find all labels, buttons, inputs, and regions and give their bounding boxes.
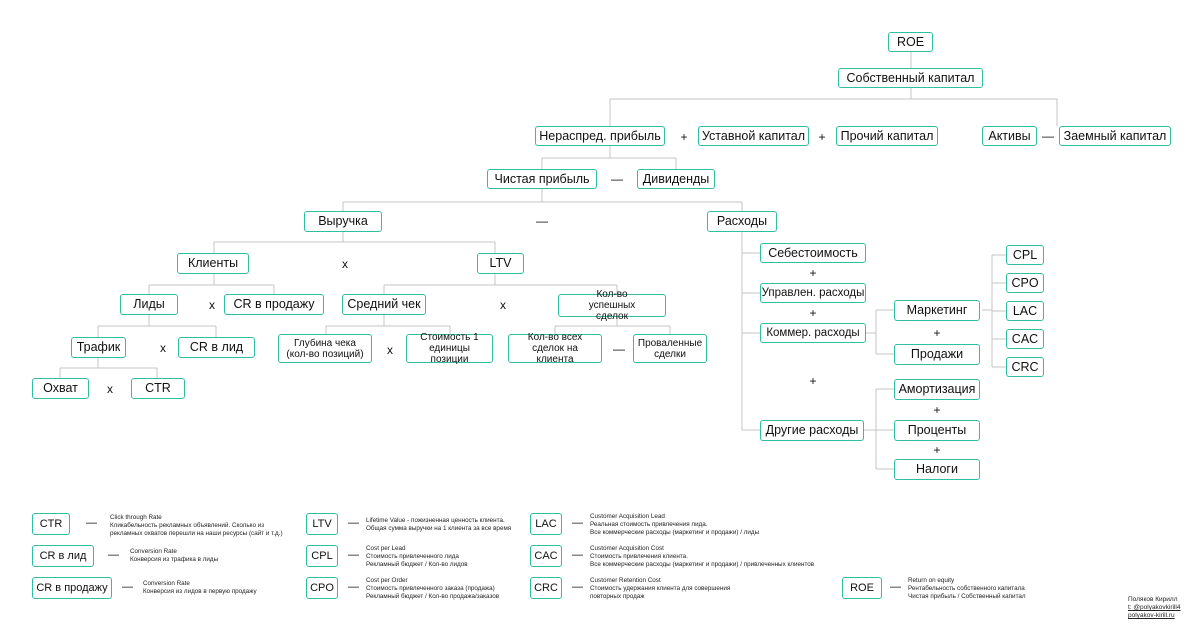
legend-cr-sale-text: Conversion Rate Конверсия из лидов в пер… — [143, 580, 257, 596]
plus-operator: + — [809, 374, 817, 388]
crc-node: CRC — [1006, 357, 1044, 377]
cogs-node: Себестоимость — [760, 243, 866, 263]
borrowed-capital-node: Заемный капитал — [1059, 126, 1171, 146]
legend-dash: — — [108, 549, 119, 561]
check-depth-node: Глубина чека (кол-во позиций) — [278, 334, 372, 363]
sales-node: Продажи — [894, 344, 980, 365]
times-operator: x — [107, 382, 113, 396]
traffic-node: Трафик — [71, 337, 126, 358]
taxes-node: Налоги — [894, 459, 980, 480]
marketing-node: Маркетинг — [894, 300, 980, 321]
other-expenses-node: Другие расходы — [760, 420, 864, 441]
legend-ctr-text: Click through Rate Кликабельность реклам… — [110, 514, 283, 538]
management-expenses-node: Управлен. расходы — [760, 283, 866, 303]
legend-dash: — — [572, 549, 583, 561]
legend-cac-box: CAC — [530, 545, 562, 567]
legend-cr-lead-text: Conversion Rate Конверсия из трафика в л… — [130, 548, 219, 564]
interest-node: Проценты — [894, 420, 980, 441]
ctr-node: CTR — [131, 378, 185, 399]
legend-lac-text: Customer Acquisition Lead Реальная стоим… — [590, 513, 760, 537]
minus-operator: — — [536, 214, 548, 228]
times-operator: x — [160, 341, 166, 355]
net-profit-node: Чистая прибыль — [487, 169, 597, 189]
legend-cr-sale-box: CR в продажу — [32, 577, 112, 599]
legend-cac-text: Customer Acquisition Cost Стоимость прив… — [590, 545, 815, 569]
charter-capital-node: Уставной капитал — [698, 126, 809, 146]
revenue-node: Выручка — [304, 211, 382, 232]
plus-operator: + — [933, 403, 941, 417]
all-deals-node: Кол-во всех сделок на клиента — [508, 332, 602, 365]
legend-cpl-box: CPL — [306, 545, 338, 567]
plus-operator: + — [818, 130, 826, 144]
legend-cpo-box: CPO — [306, 577, 338, 599]
legend-dash: — — [122, 581, 133, 593]
assets-node: Активы — [982, 126, 1037, 146]
minus-operator: — — [613, 342, 625, 356]
retained-earnings-node: Нераспред. прибыль — [535, 126, 665, 146]
equity-node: Собственный капитал — [838, 68, 983, 88]
legend-dash: — — [348, 549, 359, 561]
legend-cr-lead-box: CR в лид — [32, 545, 94, 567]
failed-deals-node: Проваленные сделки — [633, 334, 707, 363]
legend-crc-text: Customer Retention Cost Стоимость удержа… — [590, 577, 731, 601]
times-operator: x — [209, 298, 215, 312]
plus-operator: + — [809, 306, 817, 320]
times-operator: x — [387, 343, 393, 357]
reach-node: Охват — [32, 378, 89, 399]
legend-cpo-text: Cost per Order Стоимость привлеченного з… — [366, 577, 500, 601]
plus-operator: + — [809, 266, 817, 280]
legend-ltv-text: Lifetime Value - пожизненная ценность кл… — [366, 517, 512, 533]
amortization-node: Амортизация — [894, 379, 980, 400]
legend-crc-box: CRC — [530, 577, 562, 599]
plus-operator: + — [933, 443, 941, 457]
cr-lead-node: CR в лид — [178, 337, 255, 358]
author-signature: Поляков Кирилл t: @polyakovkirill4 polya… — [1128, 596, 1181, 619]
cr-sale-node: CR в продажу — [224, 294, 324, 315]
unit-cost-node: Стоимость 1 единицы позиции — [406, 332, 493, 365]
clients-node: Клиенты — [177, 253, 249, 274]
cac-node: CAC — [1006, 329, 1044, 349]
legend-roe-box: ROE — [842, 577, 882, 599]
ltv-node: LTV — [477, 253, 524, 274]
lac-node: LAC — [1006, 301, 1044, 321]
legend-dash: — — [890, 581, 901, 593]
dividends-node: Дивиденды — [637, 169, 715, 189]
cpl-node: CPL — [1006, 245, 1044, 265]
legend-dash: — — [572, 581, 583, 593]
plus-operator: + — [933, 326, 941, 340]
legend-ctr-box: CTR — [32, 513, 70, 535]
legend-lac-box: LAC — [530, 513, 562, 535]
legend-dash: — — [572, 517, 583, 529]
legend-dash: — — [348, 581, 359, 593]
legend-dash: — — [348, 517, 359, 529]
plus-operator: + — [680, 130, 688, 144]
minus-operator: — — [611, 172, 623, 186]
avg-check-node: Средний чек — [342, 294, 426, 315]
legend-ltv-box: LTV — [306, 513, 338, 535]
legend-cpl-text: Cost per Lead Стоимость привлеченного ли… — [366, 545, 468, 569]
commercial-expenses-node: Коммер. расходы — [760, 323, 866, 343]
expenses-node: Расходы — [707, 211, 777, 232]
minus-operator: — — [1042, 129, 1054, 143]
roe-node: ROE — [888, 32, 933, 52]
cpo-node: CPO — [1006, 273, 1044, 293]
legend-roe-text: Return on equity Рентабельность собствен… — [908, 577, 1026, 601]
legend-dash: — — [86, 517, 97, 529]
times-operator: x — [500, 298, 506, 312]
times-operator: x — [342, 257, 348, 271]
leads-node: Лиды — [120, 294, 178, 315]
successful-deals-node: Кол-во успешных сделок — [558, 289, 666, 322]
other-capital-node: Прочий капитал — [836, 126, 938, 146]
